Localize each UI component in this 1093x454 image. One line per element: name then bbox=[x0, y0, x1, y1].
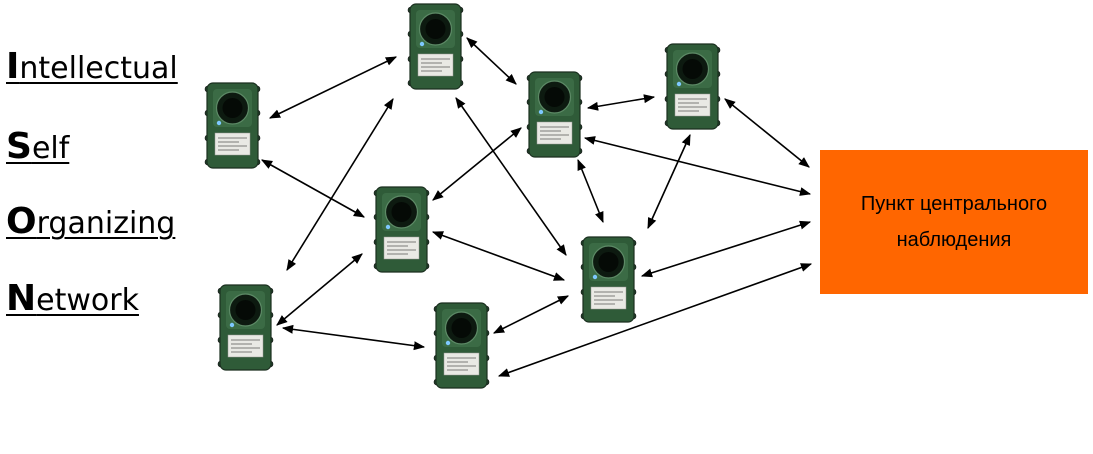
sensor-device-icon bbox=[526, 71, 583, 158]
link-arrow-n9-cs bbox=[497, 263, 813, 377]
link-arrow-n7-n8 bbox=[492, 295, 570, 334]
link-arrow-n2-n8 bbox=[455, 97, 567, 256]
central-station-label-line1: Пункт центрального bbox=[860, 193, 1048, 215]
link-arrow-n2-n6 bbox=[286, 98, 394, 271]
acronym-rest: etwork bbox=[36, 283, 139, 318]
acronym-initial: N bbox=[6, 278, 37, 319]
link-arrow-n5-n3 bbox=[432, 127, 522, 201]
acronym-line-network: Network bbox=[6, 281, 139, 318]
acronym-line-intellectual: Intellectual bbox=[6, 49, 178, 86]
sensor-device-icon bbox=[217, 284, 274, 371]
link-arrow-n6-n7 bbox=[281, 324, 426, 351]
acronym-rest: elf bbox=[31, 131, 70, 166]
acronym-rest: rganizing bbox=[36, 206, 176, 241]
acronym-initial: S bbox=[6, 126, 32, 167]
central-station-box: Пункт центрального наблюдения bbox=[820, 150, 1088, 294]
sensor-device-icon bbox=[204, 82, 261, 169]
acronym-line-organizing: Organizing bbox=[6, 204, 176, 241]
links-layer bbox=[261, 37, 813, 377]
central-station-label-line2: наблюдения bbox=[896, 229, 1012, 251]
link-arrow-n6-n5 bbox=[276, 253, 363, 326]
link-arrow-n2-n3 bbox=[466, 37, 517, 85]
link-arrow-n4-cs bbox=[724, 98, 810, 168]
link-arrow-n3-cs bbox=[583, 136, 812, 196]
link-arrow-n3-n8 bbox=[577, 158, 604, 224]
nodes-layer bbox=[204, 3, 721, 389]
link-arrow-n1-n5 bbox=[261, 159, 365, 218]
sensor-device-icon bbox=[433, 302, 490, 389]
link-arrow-n3-n4 bbox=[586, 94, 656, 111]
sensor-device-icon bbox=[580, 236, 637, 323]
sensor-device-icon bbox=[407, 3, 464, 90]
link-arrow-n5-n8 bbox=[431, 231, 566, 281]
link-arrow-n8-cs bbox=[640, 220, 812, 278]
sensor-device-icon bbox=[373, 186, 430, 273]
link-arrow-n4-n8 bbox=[647, 133, 691, 230]
acronym-line-self: Self bbox=[6, 129, 70, 166]
acronym-initial: O bbox=[6, 201, 37, 242]
acronym-rest: ntellectual bbox=[19, 51, 178, 86]
link-arrow-n1-n2 bbox=[268, 56, 398, 119]
acronym-initial: I bbox=[6, 46, 20, 87]
sensor-device-icon bbox=[664, 43, 721, 130]
